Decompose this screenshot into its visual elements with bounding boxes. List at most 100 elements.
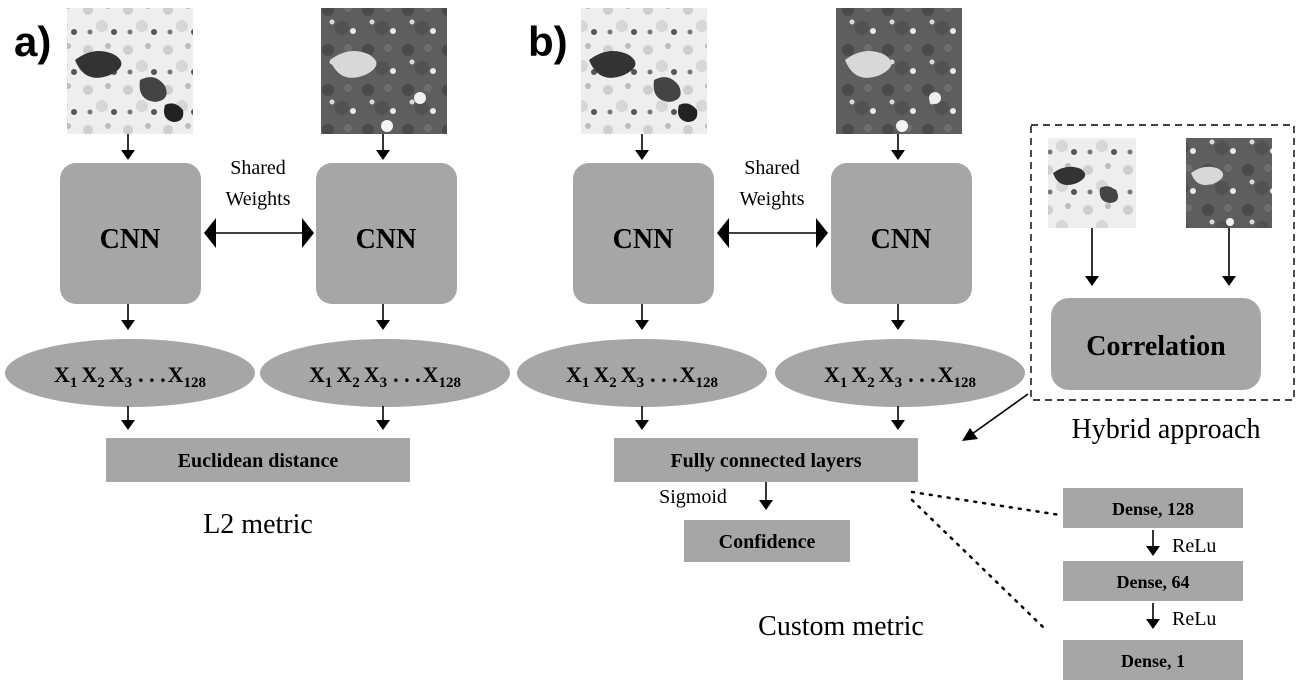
vec-x128: X: [938, 362, 954, 387]
vec-x2: X: [336, 362, 352, 387]
dense-64-box: [1063, 561, 1243, 601]
fully-connected-label: Fully connected layers: [670, 450, 861, 472]
vec-sub1: 1: [582, 375, 590, 391]
weights-label-a: Weights: [225, 188, 290, 210]
vec-sub2: 2: [609, 375, 617, 391]
vec-dots: . . .: [393, 362, 421, 387]
cnn-label-a-left: CNN: [100, 224, 161, 255]
vec-sub2: 2: [97, 375, 105, 391]
arrow-b-right-1: [891, 134, 905, 160]
vec-sub1: 1: [325, 375, 333, 391]
vec-sub2: 2: [352, 375, 360, 391]
vec-x3: X: [879, 362, 895, 387]
cnn-box-b-right: [831, 163, 972, 304]
arrow-hybrid-right: [1222, 228, 1236, 286]
cnn-label-b-right: CNN: [871, 224, 932, 255]
hybrid-image-left: [1048, 138, 1136, 228]
cnn-box-a-left: [60, 163, 201, 304]
correlation-box: [1051, 298, 1261, 390]
arrow-b-left-1: [635, 134, 649, 160]
feature-vector-b-left: [517, 339, 767, 407]
dense-64-label: Dense, 64: [1117, 572, 1190, 592]
vec-x3: X: [621, 362, 637, 387]
confidence-box: [684, 520, 850, 562]
dense-1-box: [1063, 640, 1243, 680]
vec-x3: X: [109, 362, 125, 387]
shared-weights-arrow-b: [717, 218, 828, 248]
arrow-b-left-2: [635, 304, 649, 330]
cnn-label-b-left: CNN: [613, 224, 674, 255]
cnn-label-a-right: CNN: [356, 224, 417, 255]
vec-x1: X: [54, 362, 70, 387]
vec-dots: . . .: [138, 362, 166, 387]
arrow-a-right-2: [376, 304, 390, 330]
weights-label-b: Weights: [739, 188, 804, 210]
arrow-b-sigmoid: [759, 482, 773, 510]
relu-label-1: ReLu: [1172, 535, 1216, 557]
arrow-b-right-2: [891, 304, 905, 330]
vec-sub3: 3: [380, 375, 388, 391]
vec-x128: X: [423, 362, 439, 387]
feature-vector-b-right: [775, 339, 1025, 407]
vec-sub1: 1: [840, 375, 848, 391]
dense-1-label: Dense, 1: [1121, 651, 1185, 671]
panel-label-b: b): [528, 18, 568, 65]
hybrid-approach-caption: Hybrid approach: [1072, 414, 1261, 445]
zoom-line-top: [910, 490, 1062, 517]
arrow-hybrid-to-fc: [962, 393, 1029, 441]
vec-sub128: 128: [439, 375, 462, 391]
input-image-a-right: [321, 8, 447, 134]
custom-metric-caption: Custom metric: [758, 611, 924, 642]
vec-sub3: 3: [637, 375, 645, 391]
cnn-box-b-left: [573, 163, 714, 304]
correlation-label: Correlation: [1086, 331, 1226, 362]
hybrid-image-right: [1186, 138, 1272, 228]
feature-vector-a-left: [5, 339, 255, 407]
vec-x128: X: [168, 362, 184, 387]
sigmoid-label: Sigmoid: [659, 486, 727, 508]
shared-label-a: Shared: [230, 157, 286, 179]
arrow-a-left-1: [121, 134, 135, 160]
feature-vector-a-right: [260, 339, 510, 407]
vec-x2: X: [81, 362, 97, 387]
vec-sub128: 128: [184, 375, 207, 391]
vec-sub3: 3: [125, 375, 133, 391]
arrow-a-right-3: [376, 406, 390, 430]
vec-x2: X: [851, 362, 867, 387]
vec-x128: X: [680, 362, 696, 387]
hybrid-dashed-frame: [1030, 124, 1295, 401]
dense-128-box: [1063, 488, 1243, 528]
confidence-label: Confidence: [719, 531, 816, 553]
vec-sub128: 128: [954, 375, 977, 391]
arrow-b-left-3: [635, 406, 649, 430]
vec-sub3: 3: [895, 375, 903, 391]
euclidean-distance-label: Euclidean distance: [178, 450, 339, 472]
vec-dots: . . .: [908, 362, 936, 387]
l2-metric-caption: L2 metric: [203, 509, 313, 540]
arrow-a-left-3: [121, 406, 135, 430]
shared-label-b: Shared: [744, 157, 800, 179]
input-image-a-left: [67, 8, 193, 134]
cnn-box-a-right: [316, 163, 457, 304]
vec-x1: X: [824, 362, 840, 387]
input-image-b-left: [581, 8, 707, 134]
fully-connected-box: [614, 438, 918, 482]
arrow-dense-2: [1146, 603, 1160, 629]
vec-x2: X: [593, 362, 609, 387]
panel-label-a: a): [14, 18, 51, 65]
vec-x3: X: [364, 362, 380, 387]
arrow-a-right-1: [376, 134, 390, 160]
arrow-a-left-2: [121, 304, 135, 330]
dense-128-label: Dense, 128: [1112, 499, 1194, 519]
vec-sub2: 2: [867, 375, 875, 391]
vec-sub128: 128: [696, 375, 719, 391]
vec-x1: X: [566, 362, 582, 387]
vec-x1: X: [309, 362, 325, 387]
input-image-b-right: [836, 8, 962, 134]
shared-weights-arrow-a: [204, 218, 314, 248]
